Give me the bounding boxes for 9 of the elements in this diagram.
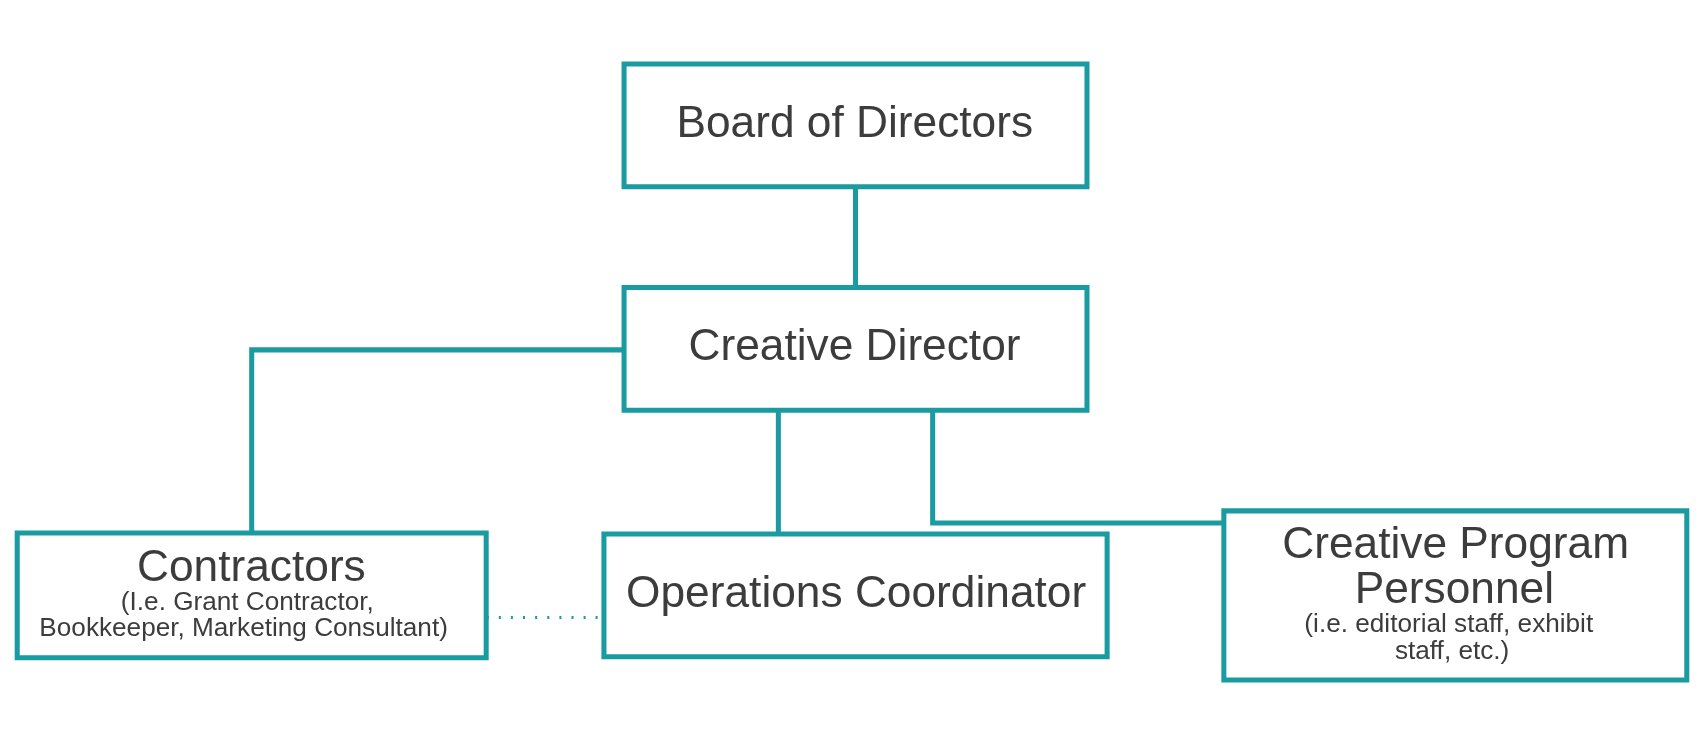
connector xyxy=(853,186,859,287)
node-box: Board of Directors xyxy=(621,61,1090,189)
connector xyxy=(249,346,624,533)
connector xyxy=(930,410,1224,525)
node-box: Contractors (I.e. Grant Contractor, Bookkeeper, Marketing Consultant) xyxy=(14,530,489,660)
node-box: Creative Program Personnel (i.e. editorial staff, exhibit staff, etc.) xyxy=(1221,507,1690,682)
connector xyxy=(775,409,781,534)
node-box: Operations Coordinator xyxy=(601,531,1110,659)
node-box: Creative Director xyxy=(621,284,1090,413)
